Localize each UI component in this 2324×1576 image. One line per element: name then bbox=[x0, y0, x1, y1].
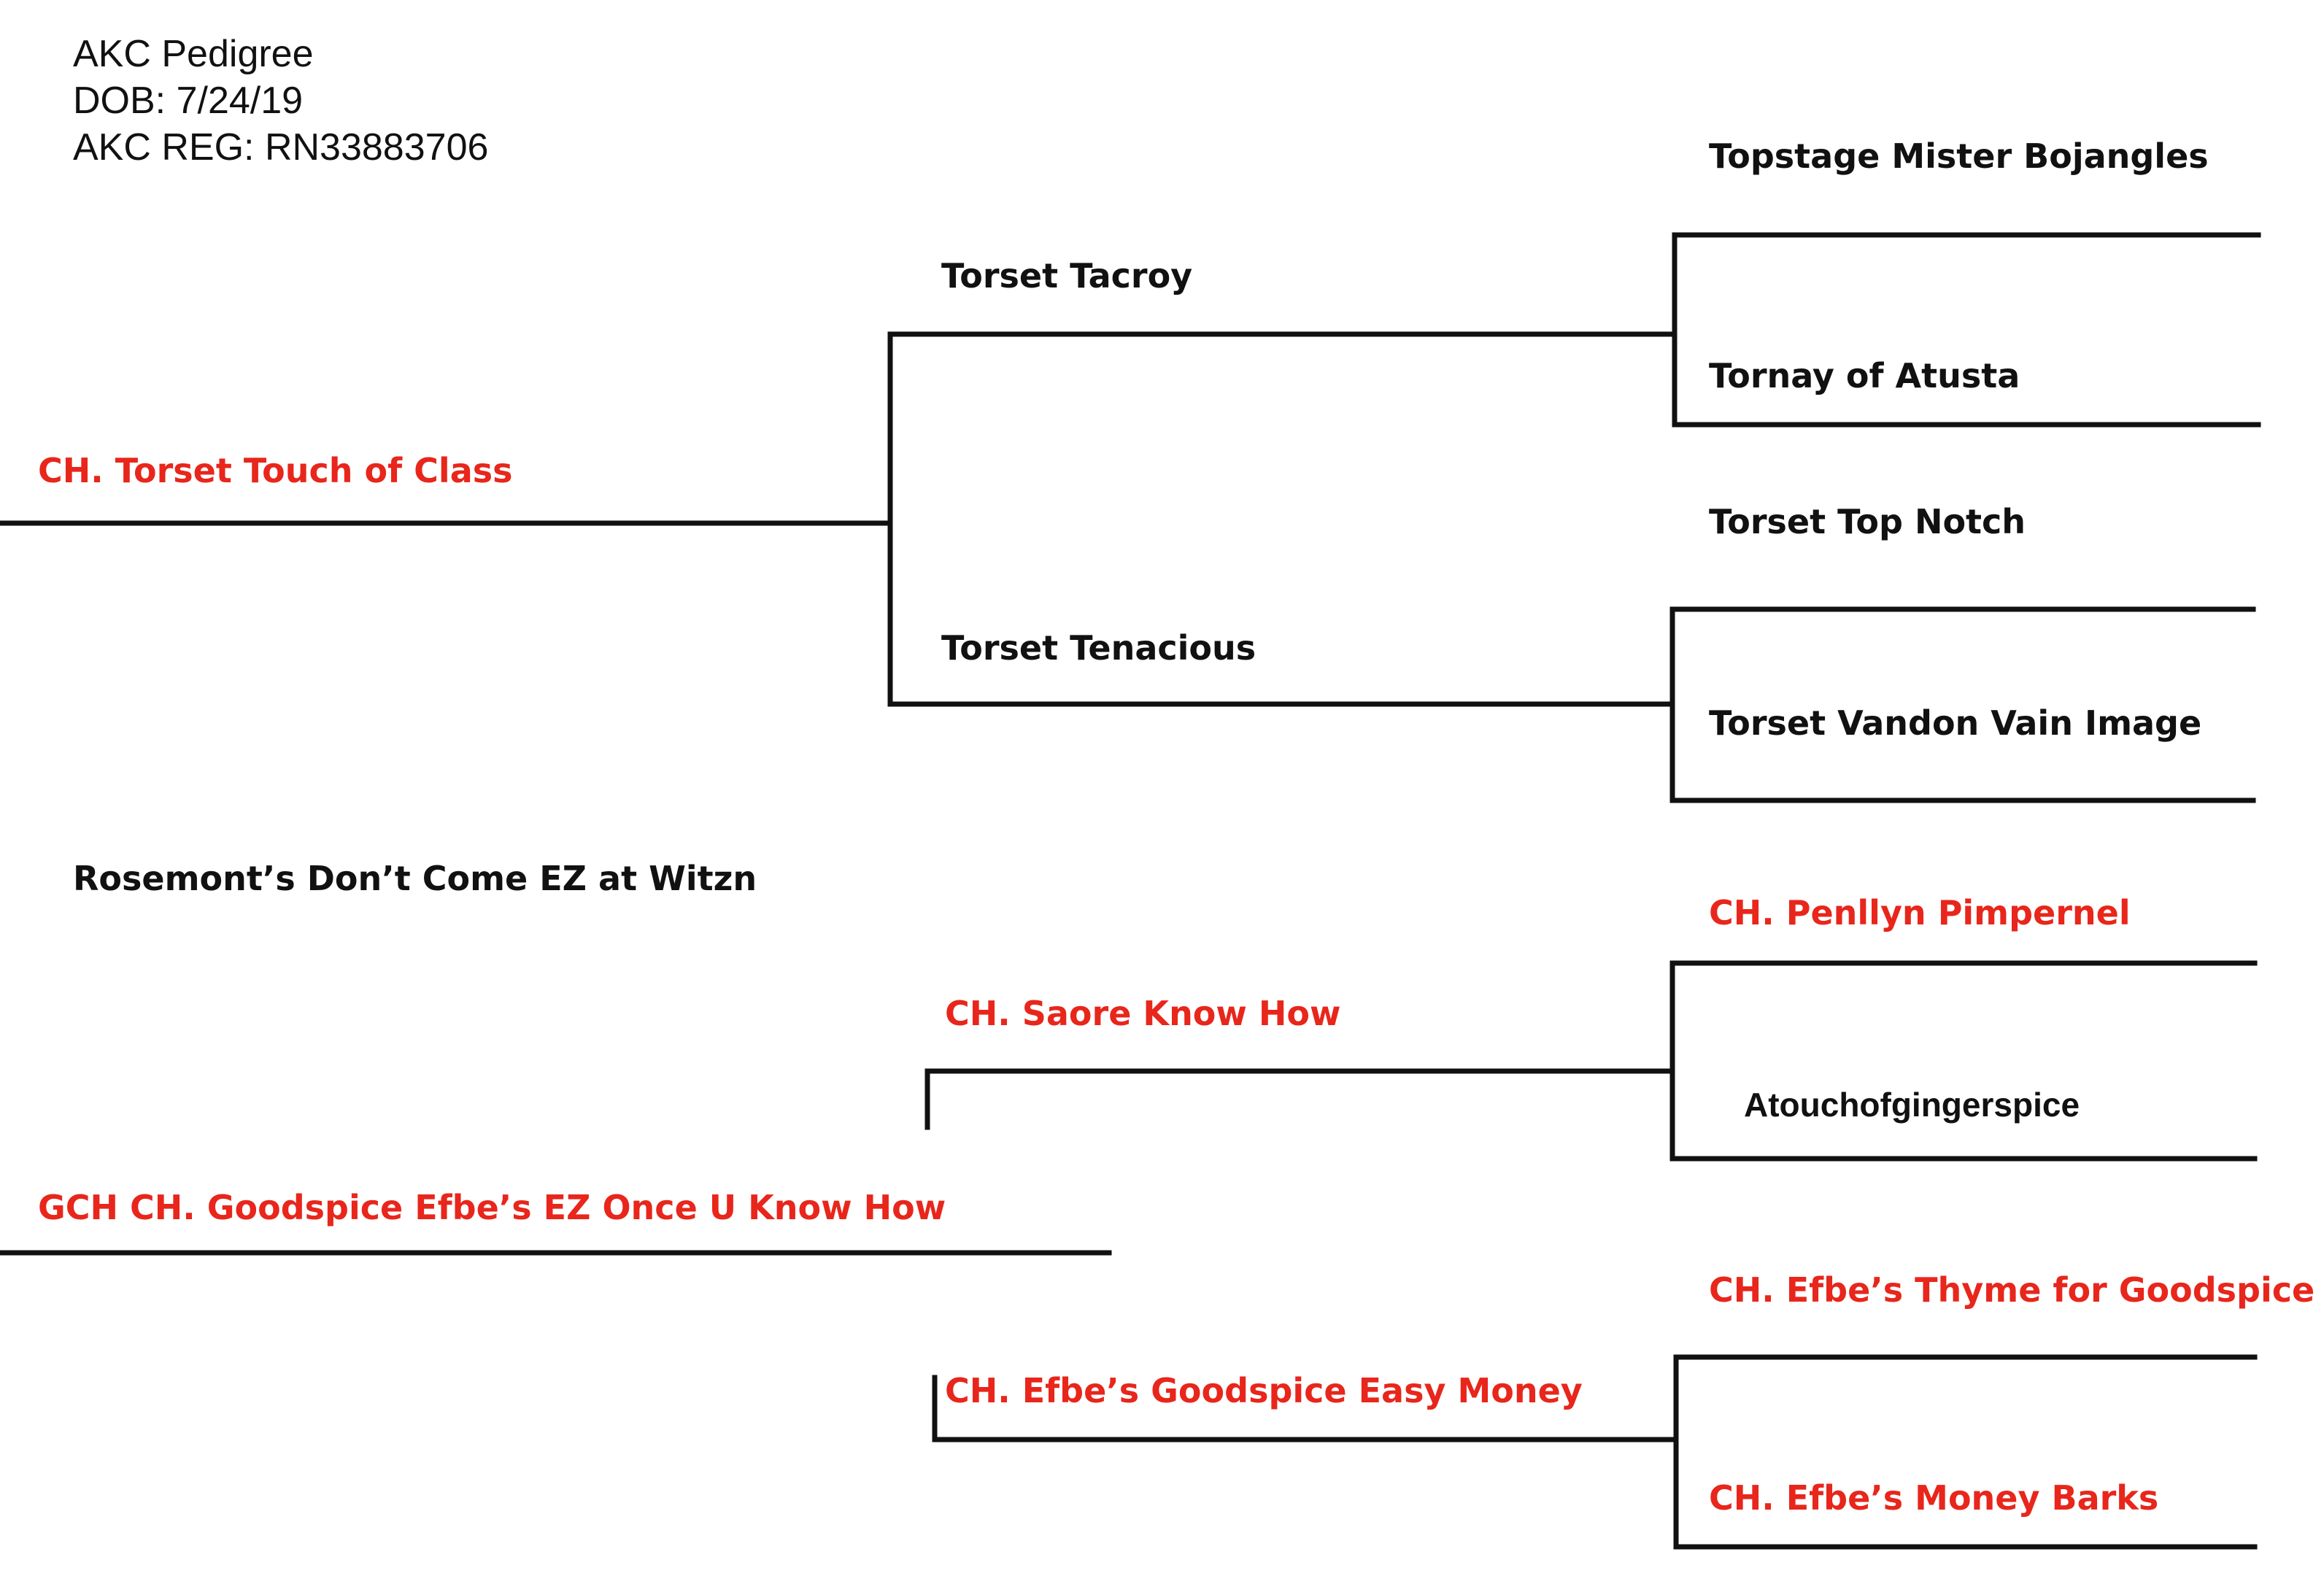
paternal-granddam-sire-name: Torset Top Notch bbox=[1709, 502, 2026, 541]
maternal-grandsire-name: CH. Saore Know How bbox=[945, 994, 1341, 1033]
maternal-granddam-sire-name: CH. Efbe’s Thyme for Goodspice bbox=[1709, 1270, 2315, 1310]
dog-name: Rosemont’s Don’t Come EZ at Witzn bbox=[73, 859, 757, 898]
pedigree-header: AKC Pedigree DOB: 7/24/19 AKC REG: RN338… bbox=[73, 31, 488, 171]
maternal-granddam-dam-name: CH. Efbe’s Money Barks bbox=[1709, 1478, 2159, 1518]
paternal-granddam-dam-name: Torset Vandon Vain Image bbox=[1709, 703, 2202, 743]
maternal-grandsire-dam-name: Atouchofgingerspice bbox=[1744, 1086, 2080, 1124]
maternal-grandsire-sire-name: CH. Penllyn Pimpernel bbox=[1709, 893, 2131, 932]
paternal-grandsire-name: Torset Tacroy bbox=[941, 256, 1193, 296]
paternal-grandsire-dam-name: Tornay of Atusta bbox=[1709, 356, 2020, 395]
date-of-birth: DOB: 7/24/19 bbox=[73, 80, 304, 122]
dam-name: GCH CH. Goodspice Efbe’s EZ Once U Know … bbox=[38, 1188, 946, 1227]
pedigree-title: AKC Pedigree bbox=[73, 33, 314, 75]
akc-registration-number: AKC REG: RN33883706 bbox=[73, 126, 489, 169]
paternal-grandsire-sire-name: Topstage Mister Bojangles bbox=[1709, 136, 2209, 176]
maternal-granddam-name: CH. Efbe’s Goodspice Easy Money bbox=[945, 1371, 1583, 1410]
paternal-granddam-name: Torset Tenacious bbox=[941, 628, 1256, 668]
sire-name: CH. Torset Touch of Class bbox=[38, 451, 513, 490]
